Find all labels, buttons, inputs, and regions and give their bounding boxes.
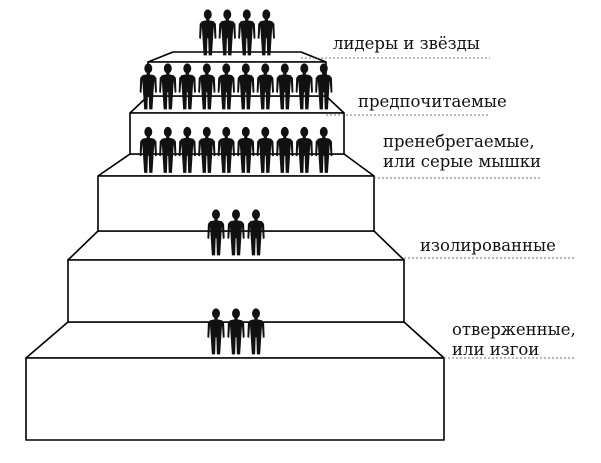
person-figure-leaders bbox=[199, 9, 217, 56]
step-1-front bbox=[25, 357, 445, 441]
step-4-top bbox=[129, 95, 345, 114]
label-rejected: отверженные, или изгои bbox=[452, 320, 576, 360]
label-neglected: пренебрегаемые, или серые мышки bbox=[383, 132, 541, 172]
label-preferred-line-1: предпочитаемые bbox=[358, 92, 507, 111]
label-isolated-line-1: изолированные bbox=[420, 236, 556, 255]
label-rejected-line-2: или изгои bbox=[452, 340, 540, 359]
label-leaders-line-1: лидеры и звёзды bbox=[333, 34, 480, 53]
label-neglected-line-1: пренебрегаемые, bbox=[383, 132, 535, 151]
label-isolated: изолированные bbox=[420, 236, 556, 256]
step-3-top bbox=[97, 153, 375, 177]
person-figure-leaders bbox=[218, 9, 236, 56]
label-preferred: предпочитаемые bbox=[358, 92, 507, 112]
person-figure-leaders bbox=[238, 9, 256, 56]
label-rejected-line-1: отверженные, bbox=[452, 320, 576, 339]
label-leaders: лидеры и звёзды bbox=[333, 34, 480, 54]
person-figure-leaders bbox=[257, 9, 275, 56]
label-neglected-line-2: или серые мышки bbox=[383, 152, 542, 171]
step-5-top bbox=[147, 51, 327, 63]
